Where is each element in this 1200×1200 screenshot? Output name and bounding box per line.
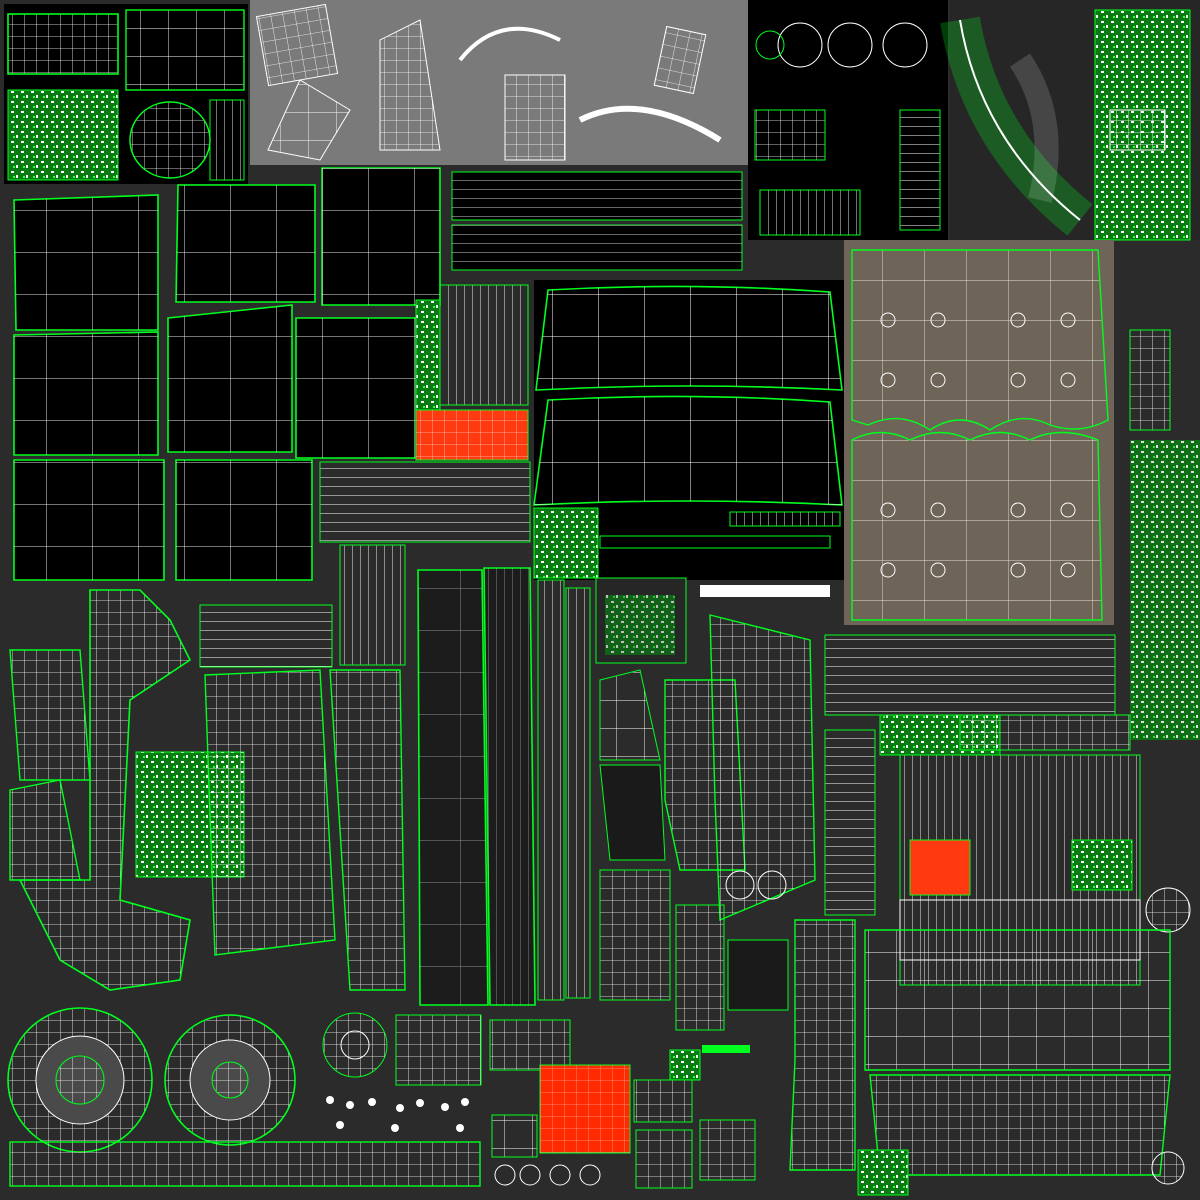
uv-chassis-strips xyxy=(9,544,406,991)
uv-column-strips xyxy=(415,284,529,461)
uv-bottom-center-parts xyxy=(395,1014,756,1189)
uv-mid-strips xyxy=(319,461,687,664)
uv-bottom-long-strip xyxy=(9,1096,601,1187)
uv-cluster-gray xyxy=(250,0,748,165)
uv-wheel-discs xyxy=(7,1007,388,1153)
uv-cluster-curved xyxy=(940,0,1200,241)
uv-cluster-green-right xyxy=(1129,329,1200,740)
uv-center-parts xyxy=(599,614,816,1031)
uv-tall-columns xyxy=(417,567,591,1006)
uv-black-panels xyxy=(13,167,441,581)
uv-cluster-gauges xyxy=(748,0,948,240)
uv-bottom-right-frame xyxy=(789,919,1185,1196)
uv-cluster-fragments xyxy=(4,4,248,184)
uv-windshield-panels xyxy=(533,280,844,597)
uv-trim-strips xyxy=(451,171,743,271)
uv-seat-panels xyxy=(844,240,1114,625)
